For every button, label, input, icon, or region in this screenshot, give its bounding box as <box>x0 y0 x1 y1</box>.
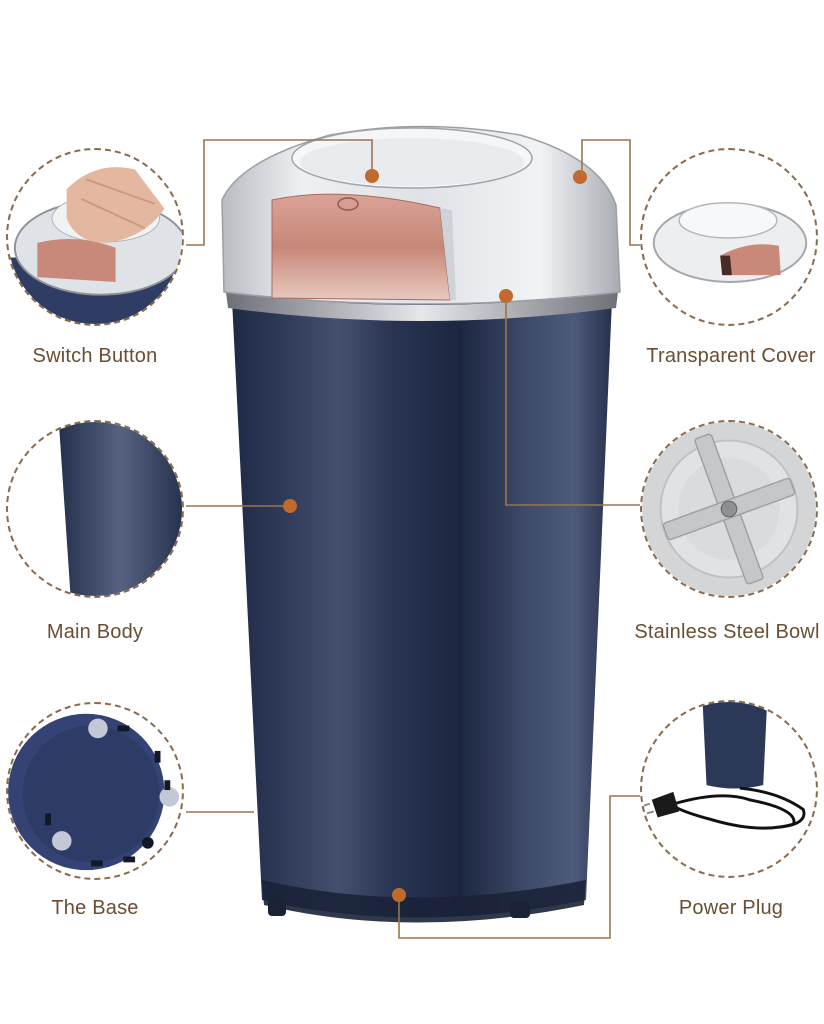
transparent-cover-callout <box>640 148 818 326</box>
power-plug-image <box>643 702 806 830</box>
stainless-steel-bowl-label: Stainless Steel Bowl <box>634 621 820 643</box>
the-base-label: The Base <box>51 897 139 919</box>
main-body-callout <box>6 420 184 598</box>
the-base-callout <box>6 702 184 880</box>
transparent-cover-marker <box>573 170 587 184</box>
main-body-image <box>58 422 182 596</box>
base-marker <box>392 888 406 902</box>
bowl-marker <box>499 289 513 303</box>
switch-button-callout <box>6 148 184 326</box>
power-plug-label: Power Plug <box>678 897 784 919</box>
main-body-marker <box>283 499 297 513</box>
transparent-cover-image <box>652 202 808 283</box>
stainless-steel-bowl-callout <box>640 420 818 598</box>
switch-button-label: Switch Button <box>32 345 158 367</box>
main-body-label: Main Body <box>46 621 144 643</box>
transparent-cover-label: Transparent Cover <box>646 345 816 367</box>
stainless-steel-bowl-image <box>642 422 816 596</box>
switch-button-marker <box>365 169 379 183</box>
power-plug-callout <box>640 700 818 878</box>
the-base-image <box>8 713 180 871</box>
switch-button-image <box>8 167 182 324</box>
